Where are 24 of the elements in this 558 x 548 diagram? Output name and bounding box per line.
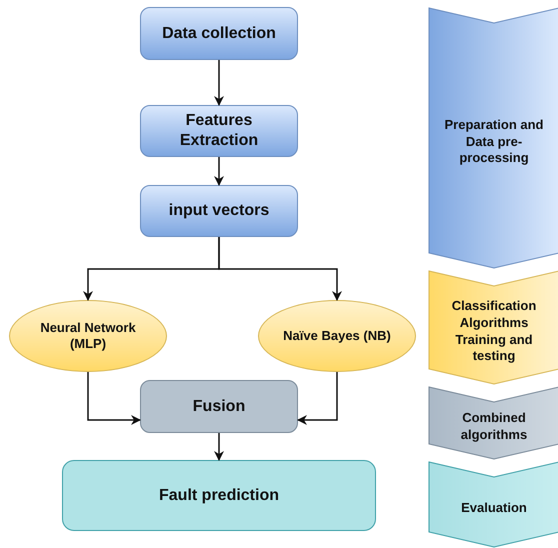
arrow bbox=[218, 237, 342, 301]
node-label: Data collection bbox=[162, 24, 276, 44]
stage-label: Evaluation bbox=[460, 500, 528, 517]
node-label: Fusion bbox=[192, 396, 246, 416]
process-box bbox=[140, 7, 298, 60]
node-label: Features Extraction bbox=[178, 111, 260, 151]
arrow bbox=[87, 372, 141, 425]
arrow bbox=[214, 60, 224, 106]
stage-label: Classification Algorithms Training and testing bbox=[450, 298, 538, 366]
stage-band bbox=[428, 461, 558, 548]
stage-label: Preparation and Data pre-processing bbox=[444, 116, 544, 168]
arrow bbox=[214, 433, 224, 461]
node-label: Naïve Bayes (NB) bbox=[283, 328, 391, 344]
arrow bbox=[214, 157, 224, 186]
process-box bbox=[140, 380, 298, 433]
process-box bbox=[140, 105, 298, 157]
node-label: Neural Network (MLP) bbox=[39, 320, 137, 352]
stage-band bbox=[428, 386, 558, 460]
process-box bbox=[62, 460, 376, 531]
stage-label: Combined algorithms bbox=[460, 410, 528, 444]
process-box bbox=[140, 185, 298, 237]
arrow bbox=[297, 372, 338, 425]
node-label: Fault prediction bbox=[159, 486, 279, 506]
node-label: input vectors bbox=[168, 201, 270, 221]
